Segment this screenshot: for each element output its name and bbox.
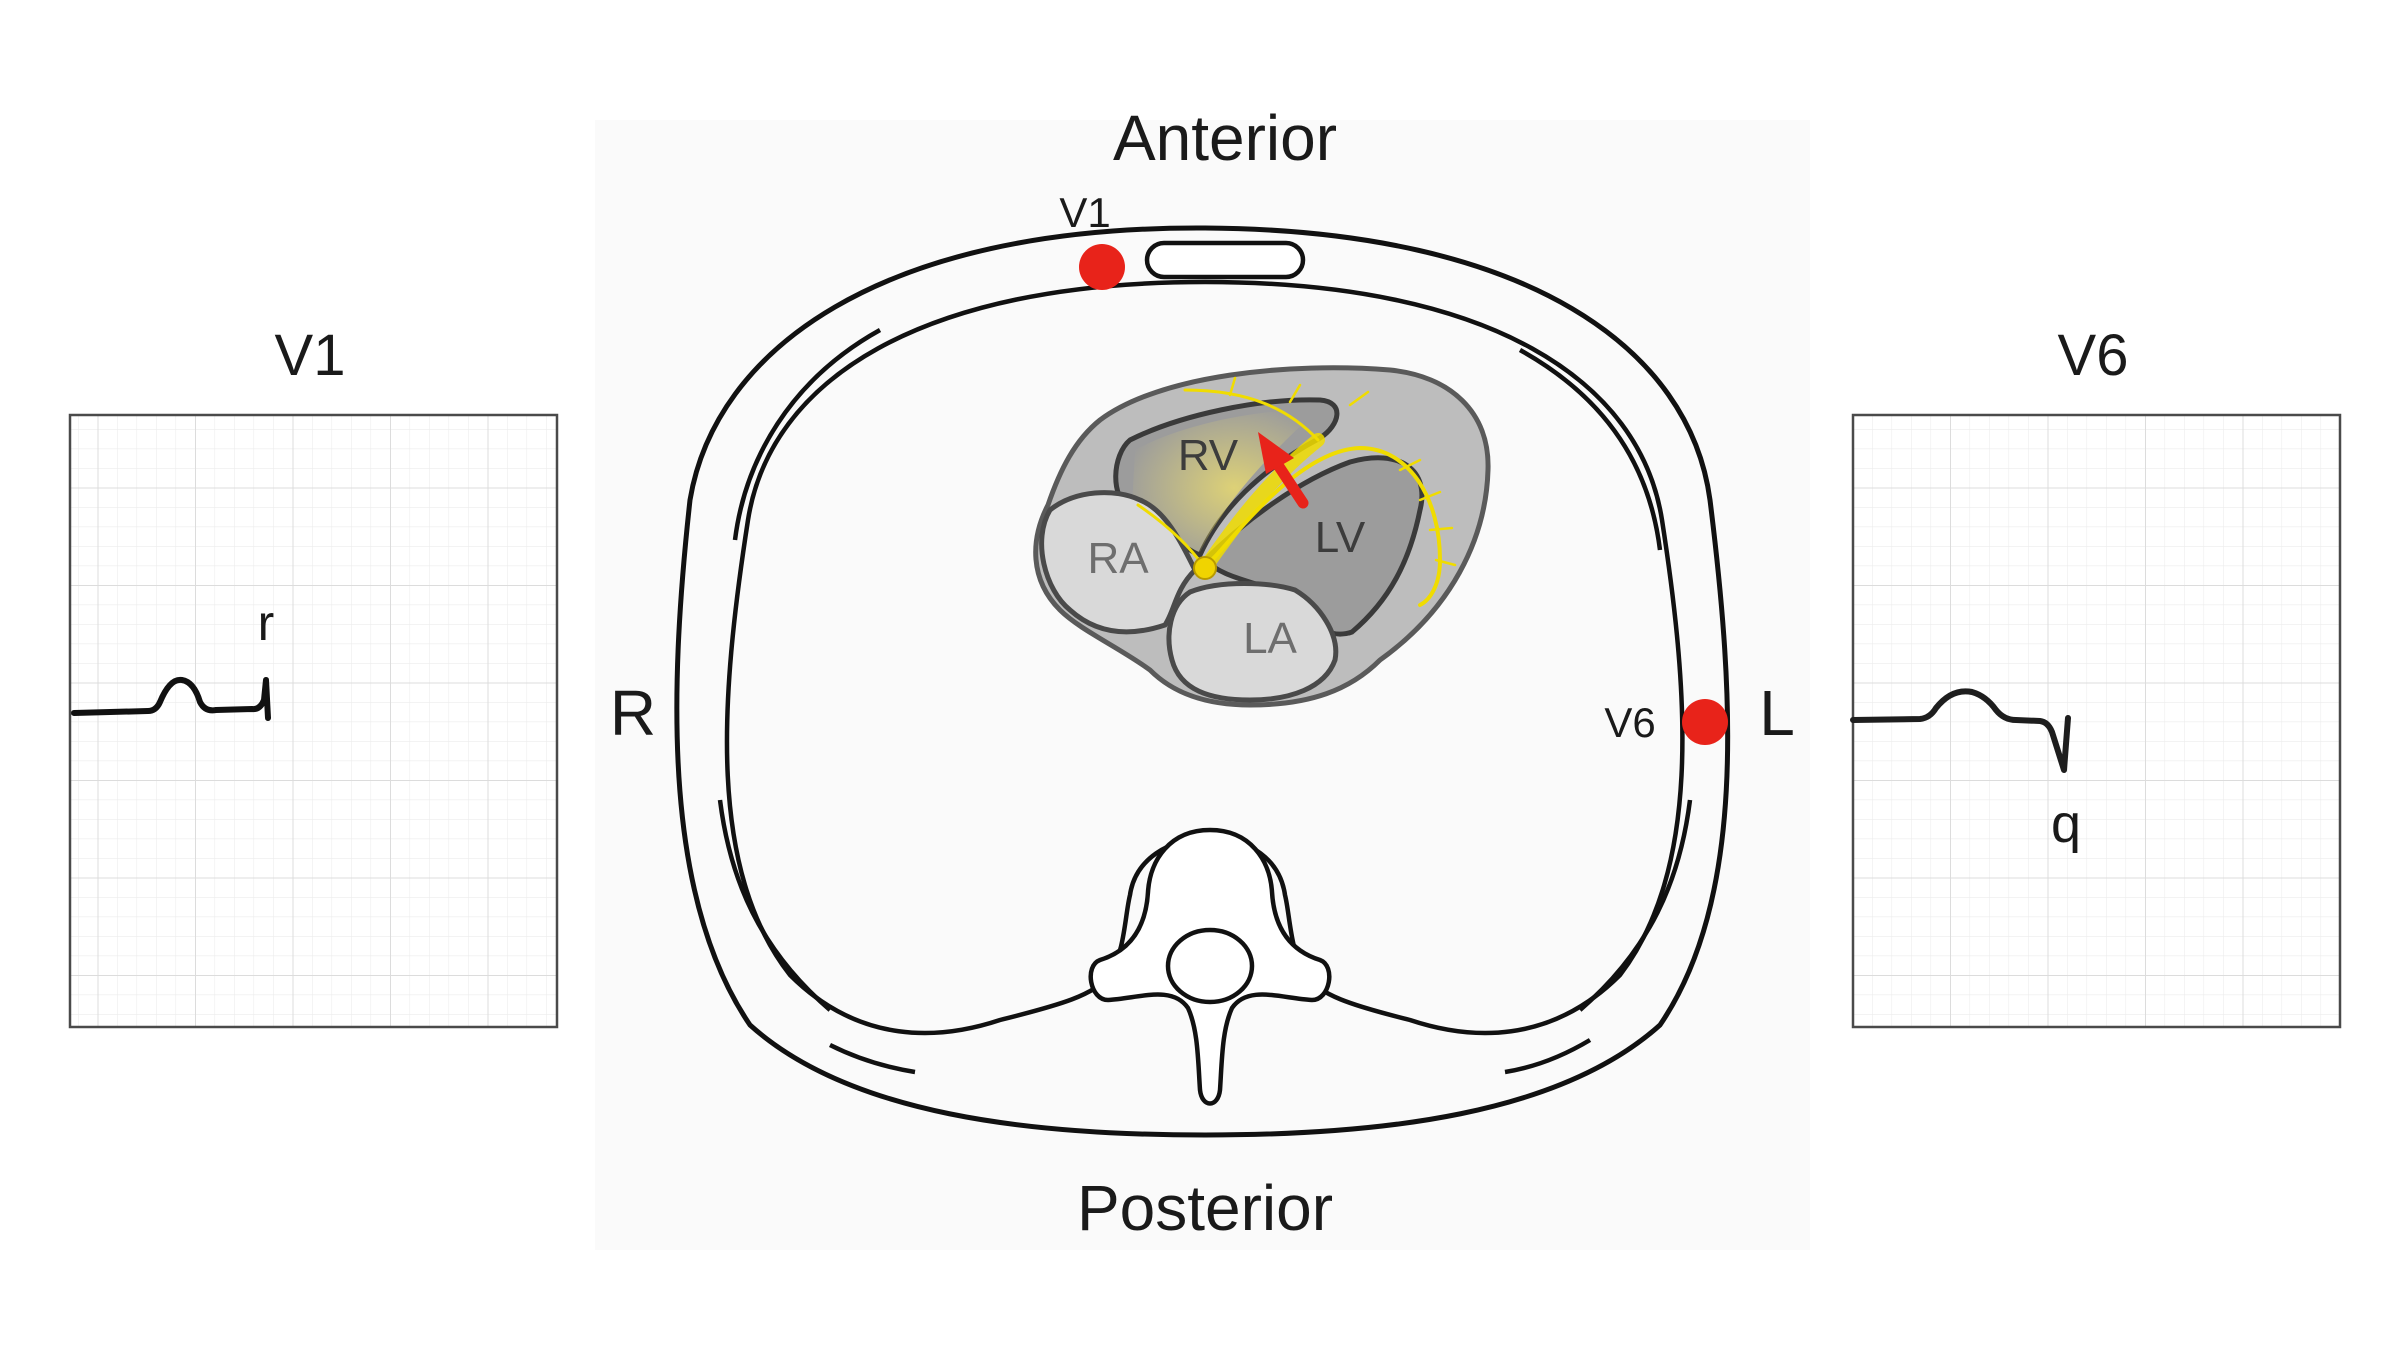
ecg-v6-grid	[1851, 413, 2342, 1029]
heart: RV LV RA LA	[1033, 365, 1491, 708]
chamber-label-rv: RV	[1178, 431, 1239, 480]
orientation-anterior: Anterior	[1113, 102, 1337, 174]
orientation-left: L	[1759, 677, 1795, 749]
ecg-v1-wave-label: r	[258, 595, 275, 651]
electrode-v6	[1682, 699, 1728, 745]
ecg-panel-v6: V6 q	[1850, 323, 2342, 1029]
spinal-canal	[1165, 927, 1255, 1005]
ecg-v1-title: V1	[275, 323, 346, 388]
rib-left-lower	[1578, 799, 1693, 1012]
ecg-panel-v1: V1 r	[68, 323, 559, 1029]
orientation-right: R	[610, 677, 656, 749]
ecg-v1-trace	[71, 676, 271, 721]
la-chamber	[1166, 581, 1339, 703]
chamber-label-lv: LV	[1315, 513, 1366, 562]
chamber-label-ra: RA	[1087, 534, 1149, 583]
ecg-v6-wave-label: q	[2051, 794, 2081, 854]
rib-right-lower	[717, 799, 832, 1012]
vertebra	[1088, 827, 1332, 1106]
rib-left-upper	[1518, 348, 1663, 551]
electrode-v6-label: V6	[1604, 699, 1655, 746]
ecg-v6-trace	[1850, 688, 2071, 773]
chamber-label-la: LA	[1243, 614, 1297, 663]
orientation-posterior: Posterior	[1077, 1172, 1333, 1244]
sternum	[1144, 240, 1306, 280]
electrode-v1-label: V1	[1059, 189, 1110, 236]
ra-chamber	[1039, 490, 1199, 635]
thorax-outer-wall	[674, 225, 1731, 1138]
rib-left-bottom	[1504, 1038, 1592, 1075]
av-node	[1193, 556, 1217, 580]
rib-right-bottom	[828, 1042, 916, 1075]
depolarization-arrow	[1258, 432, 1309, 509]
electrode-v1	[1079, 244, 1125, 290]
rib-right-upper	[732, 328, 882, 541]
ecg-v6-title: V6	[2058, 323, 2129, 388]
ecg-v1-grid	[68, 413, 559, 1029]
